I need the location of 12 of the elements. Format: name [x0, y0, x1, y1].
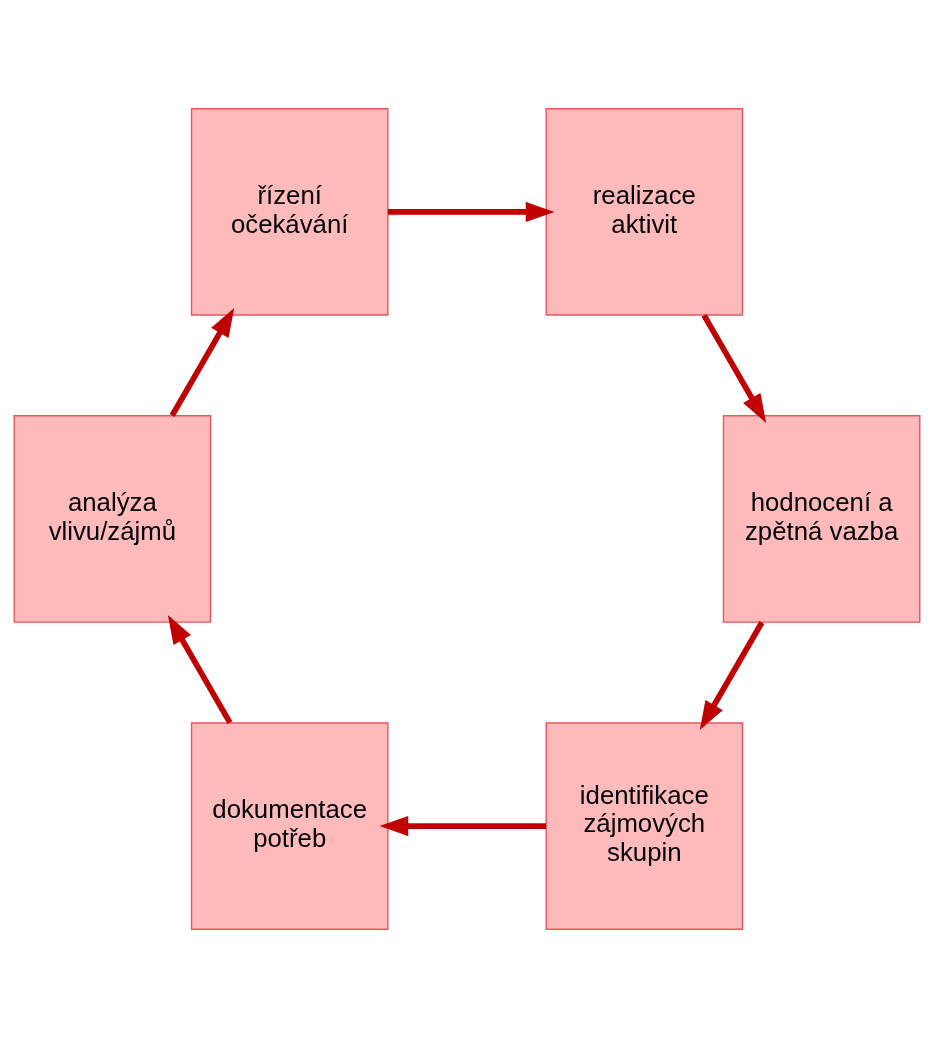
node-box: realizace aktivit	[545, 108, 744, 316]
node-box: řízení očekávání	[190, 108, 389, 316]
arrow	[167, 615, 233, 724]
arrow	[379, 816, 546, 837]
arrow	[699, 621, 765, 731]
arrow	[388, 201, 555, 222]
node-box: analýza vlivu/zájmů	[13, 415, 212, 623]
arrow	[701, 314, 767, 423]
arrow	[169, 308, 235, 417]
node-box: dokumentace potřeb	[190, 722, 389, 930]
node-box: identifikace zájmových skupin	[545, 722, 744, 930]
node-box: hodnocení a zpětná vazba	[722, 415, 921, 623]
